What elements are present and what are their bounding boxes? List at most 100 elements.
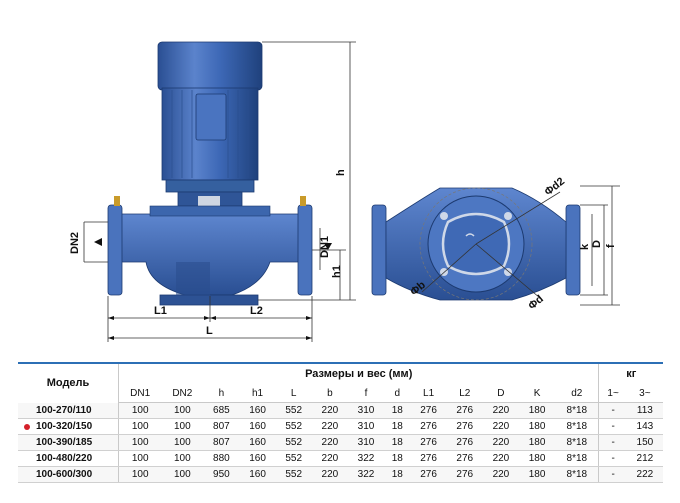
table-cell: 100	[161, 402, 204, 419]
table-cell: 180	[518, 418, 556, 435]
model-cell: 100-320/150	[18, 418, 119, 435]
table-cell: 220	[482, 402, 519, 419]
col-header: h	[203, 384, 240, 403]
dim-h1-label: h1	[331, 265, 343, 278]
table-cell: 807	[203, 418, 240, 435]
table-cell: 18	[384, 450, 411, 467]
table-cell: 276	[410, 466, 447, 483]
table-cell: 276	[410, 402, 447, 419]
table-cell: 310	[347, 402, 385, 419]
table-cell: 552	[275, 466, 312, 483]
top-view-dimensions	[419, 185, 620, 306]
table-cell: -	[598, 402, 627, 419]
table-cell: 160	[239, 402, 276, 419]
table-cell: 310	[347, 418, 385, 435]
col-header: d	[384, 384, 411, 403]
table-cell: 220	[311, 450, 348, 467]
col-header: DN1	[118, 384, 162, 403]
table-cell: 100	[161, 450, 204, 467]
table-cell: -	[598, 450, 627, 467]
table-cell: 276	[410, 434, 447, 451]
table-cell: 150	[626, 434, 663, 451]
table-cell: 18	[384, 418, 411, 435]
table-cell: 807	[203, 434, 240, 451]
dim-dn2-label: DN2	[69, 232, 81, 254]
table-cell: 100	[118, 418, 162, 435]
table-cell: -	[598, 434, 627, 451]
table-cell: 276	[446, 418, 483, 435]
table-cell: 18	[384, 466, 411, 483]
col-header: L2	[446, 384, 483, 403]
table-cell: 212	[626, 450, 663, 467]
table-cell: 220	[482, 450, 519, 467]
table-cell: 8*18	[555, 434, 599, 451]
table-cell: 100	[118, 434, 162, 451]
col-header: L	[275, 384, 312, 403]
table-cell: 160	[239, 450, 276, 467]
table-cell: 220	[482, 434, 519, 451]
table-cell: 160	[239, 434, 276, 451]
weight-header: кг	[598, 362, 663, 384]
col-header: h1	[239, 384, 276, 403]
table-cell: 276	[410, 418, 447, 435]
dim-h-label: h	[335, 169, 347, 176]
col-header: 1~	[598, 384, 627, 403]
model-name: 100-390/185	[36, 437, 93, 448]
table-cell: 160	[239, 466, 276, 483]
table-cell: 220	[311, 418, 348, 435]
dim-d-label: Φd	[526, 293, 546, 312]
table-cell: 222	[626, 466, 663, 483]
table-cell: 880	[203, 450, 240, 467]
col-header: b	[311, 384, 348, 403]
table-cell: 552	[275, 418, 312, 435]
table-cell: 180	[518, 450, 556, 467]
table-cell: 220	[311, 434, 348, 451]
table-cell: 950	[203, 466, 240, 483]
model-cell: 100-390/185	[18, 434, 119, 451]
table-cell: 100	[161, 466, 204, 483]
table-cell: 220	[311, 402, 348, 419]
table-cell: 552	[275, 402, 312, 419]
table-cell: 100	[161, 434, 204, 451]
table-cell: 310	[347, 434, 385, 451]
table-cell: 552	[275, 450, 312, 467]
model-cell: 100-600/300	[18, 466, 119, 483]
specification-table: Модель Размеры и вес (мм) кг DN1 DN2 h h…	[18, 362, 663, 483]
table-cell: 18	[384, 434, 411, 451]
col-header: d2	[555, 384, 599, 403]
side-view-dimensions	[83, 41, 356, 342]
table-cell: 8*18	[555, 466, 599, 483]
table-cell: 685	[203, 402, 240, 419]
table-cell: 180	[518, 434, 556, 451]
model-name: 100-600/300	[36, 469, 93, 480]
dim-l2-label: L2	[250, 305, 263, 317]
model-name: 100-480/220	[36, 453, 93, 464]
pump-dimension-drawing: h h1 DN1 DN2 L1 L2 L Φd2 k D f Φb Φd	[69, 41, 620, 342]
dim-D-label: D	[591, 240, 603, 248]
pump-side-view	[107, 41, 313, 306]
table-cell: 276	[410, 450, 447, 467]
col-header: DN2	[161, 384, 204, 403]
table-cell: 220	[482, 466, 519, 483]
table-cell: -	[598, 466, 627, 483]
table-cell: 8*18	[555, 402, 599, 419]
col-header: D	[482, 384, 519, 403]
col-header: f	[347, 384, 385, 403]
model-name: 100-320/150	[36, 421, 93, 432]
dim-l-label: L	[206, 325, 213, 337]
table-cell: -	[598, 418, 627, 435]
dimensions-header: Размеры и вес (мм)	[117, 362, 599, 384]
dim-l1-label: L1	[154, 305, 167, 317]
col-header: L1	[410, 384, 447, 403]
table-cell: 8*18	[555, 418, 599, 435]
table-cell: 276	[446, 466, 483, 483]
dim-k-label: k	[579, 243, 591, 250]
dim-dn1-label: DN1	[319, 236, 331, 258]
table-cell: 220	[482, 418, 519, 435]
table-cell: 180	[518, 466, 556, 483]
